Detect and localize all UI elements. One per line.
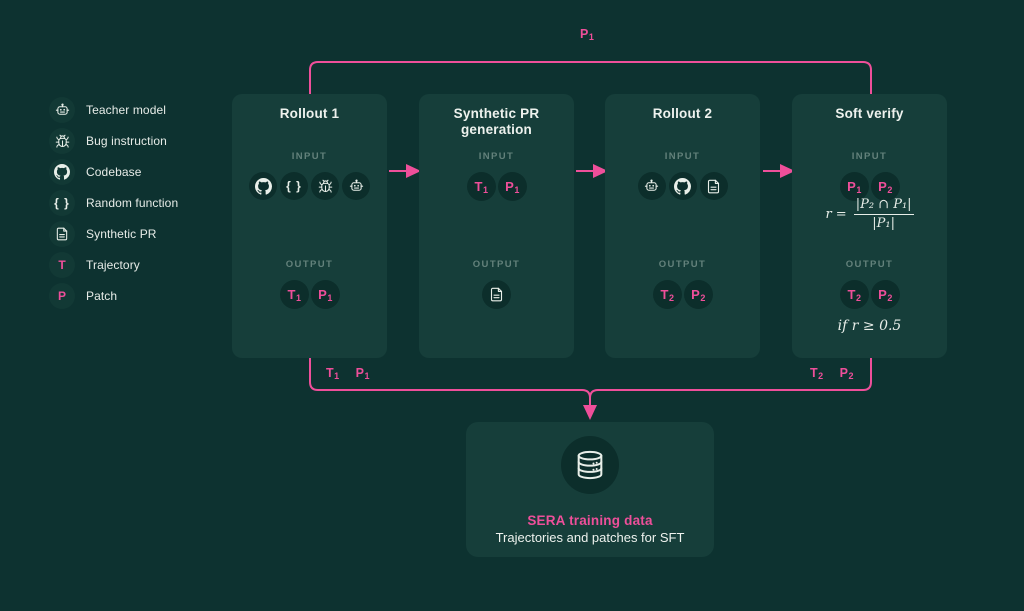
legend-label: Synthetic PR — [86, 227, 157, 241]
input-row: T1 P1 — [419, 172, 574, 201]
braces-icon: { } — [49, 190, 75, 216]
wire-top-p1-loop — [309, 61, 872, 98]
stage-title: Rollout 1 — [279, 106, 340, 121]
p-letter: P — [57, 289, 66, 303]
legend-label: Random function — [86, 196, 179, 210]
legend-item-codebase: Codebase — [49, 159, 178, 185]
p1-token: P1 — [580, 27, 594, 42]
p2-token: P2 — [683, 280, 713, 309]
p1-token: P1 — [310, 280, 340, 309]
legend-label: Patch — [86, 289, 118, 303]
bug-icon — [49, 128, 75, 154]
stage-synthetic-pr-generation: Synthetic PR generation INPUT T1 P1 OUTP… — [419, 94, 574, 358]
github-icon — [49, 159, 75, 185]
sera-training-data-box: SERA training data Trajectories and patc… — [466, 422, 714, 557]
p1-token: P1 — [497, 172, 527, 201]
github-icon — [668, 172, 697, 200]
stage-title: Rollout 2 — [652, 106, 713, 121]
output-label: OUTPUT — [285, 259, 334, 270]
legend-item-teacher-model: Teacher model — [49, 97, 178, 123]
overlap-ratio-formula: r = |P₂ ∩ P₁| |P₁| — [825, 197, 914, 232]
legend-item-patch: P Patch — [49, 283, 178, 309]
github-icon — [249, 172, 277, 200]
legend-label: Trajectory — [86, 258, 140, 272]
sera-title: SERA training data — [527, 513, 653, 528]
output-label: OUTPUT — [658, 259, 707, 270]
t1-token: T1 — [466, 172, 496, 201]
legend-item-synthetic-pr: Synthetic PR — [49, 221, 178, 247]
patch-token-icon: P — [49, 283, 75, 309]
legend-label: Bug instruction — [86, 134, 167, 148]
bug-icon — [311, 172, 339, 200]
t2-token: T2 — [810, 366, 824, 381]
output-label: OUTPUT — [472, 259, 521, 270]
output-label: OUTPUT — [845, 259, 894, 270]
input-label: INPUT — [478, 151, 515, 162]
p1-token: P1 — [355, 366, 370, 381]
sera-subtitle: Trajectories and patches for SFT — [495, 530, 685, 545]
input-row: P1 P2 — [792, 172, 947, 201]
t-letter: T — [58, 258, 66, 272]
legend-label: Codebase — [86, 165, 142, 179]
stage-title: Soft verify — [835, 106, 904, 121]
output-row: T1 P1 — [232, 280, 387, 309]
database-icon — [561, 436, 619, 494]
edge-label-bottom-left: T1 P1 — [326, 366, 370, 381]
robot-icon — [49, 97, 75, 123]
legend: Teacher model Bug instruction Codebase {… — [49, 97, 178, 314]
p2-token: P2 — [870, 280, 900, 309]
legend-item-random-function: { } Random function — [49, 190, 178, 216]
input-row: { } — [232, 172, 387, 200]
legend-item-bug-instruction: Bug instruction — [49, 128, 178, 154]
input-label: INPUT — [664, 151, 701, 162]
input-label: INPUT — [291, 151, 328, 162]
output-row: T2 P2 — [792, 280, 947, 309]
wire-bottom-left-merge — [309, 354, 597, 420]
p1-token: P1 — [839, 172, 869, 201]
document-icon — [49, 221, 75, 247]
braces-icon: { } — [280, 172, 308, 200]
stage-rollout-2: Rollout 2 INPUT OUTPUT T2 P2 — [605, 94, 760, 358]
output-row: T2 P2 — [605, 280, 760, 309]
edge-label-bottom-right: T2 P2 — [810, 366, 854, 381]
t1-token: T1 — [326, 366, 340, 381]
input-row — [605, 172, 760, 200]
trajectory-token-icon: T — [49, 252, 75, 278]
edge-label-top: P1 — [580, 27, 594, 42]
p2-token: P2 — [839, 366, 854, 381]
threshold-condition: if r ≥ 0.5 — [837, 318, 902, 334]
legend-item-trajectory: T Trajectory — [49, 252, 178, 278]
robot-icon — [637, 172, 666, 200]
document-icon — [482, 280, 511, 309]
legend-label: Teacher model — [86, 103, 167, 117]
t2-token: T2 — [652, 280, 682, 309]
output-row — [419, 280, 574, 309]
input-label: INPUT — [851, 151, 888, 162]
stage-title: Synthetic PR generation — [453, 106, 540, 137]
robot-icon — [342, 172, 370, 200]
t2-token: T2 — [839, 280, 869, 309]
t1-token: T1 — [279, 280, 309, 309]
p2-token: P2 — [870, 172, 900, 201]
braces-glyph: { } — [286, 179, 302, 193]
document-icon — [699, 172, 728, 200]
stage-rollout-1: Rollout 1 INPUT { } OUTPUT T1 P1 — [232, 94, 387, 358]
stage-soft-verify: Soft verify INPUT P1 P2 r = |P₂ ∩ P₁| |P… — [792, 94, 947, 358]
braces-glyph: { } — [54, 196, 70, 210]
